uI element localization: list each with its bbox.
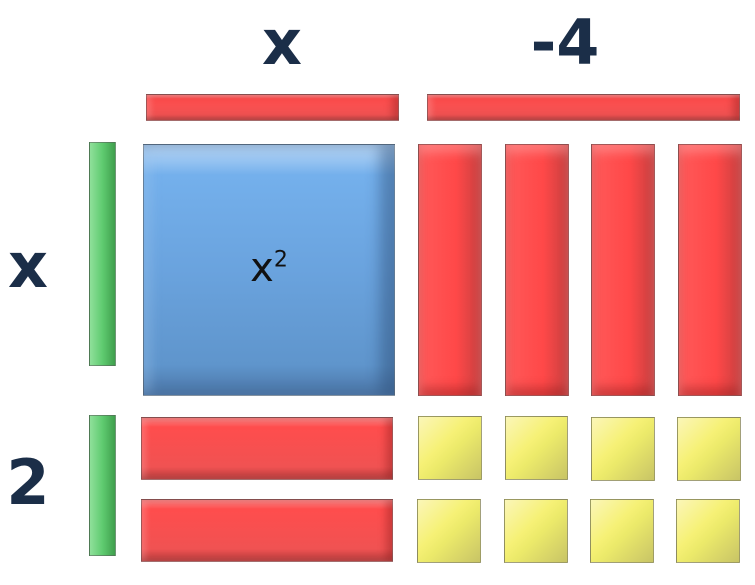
unit-tile xyxy=(417,499,481,563)
unit-tile xyxy=(591,417,655,481)
negative-x-tile-horizontal xyxy=(141,417,393,480)
unit-tile xyxy=(504,499,568,563)
top-x-tile-negative xyxy=(146,94,399,121)
side-label-x: x xyxy=(8,229,48,302)
negative-x-tile xyxy=(418,144,482,396)
side-label-2: 2 xyxy=(6,446,50,519)
top-label-x: x xyxy=(262,6,302,79)
unit-tile xyxy=(676,499,740,563)
x-squared-label: x2 xyxy=(250,245,288,291)
negative-x-tile xyxy=(505,144,569,396)
unit-tile xyxy=(590,499,654,563)
negative-x-tile xyxy=(591,144,655,396)
unit-tile xyxy=(418,416,482,480)
negative-x-tile xyxy=(678,144,742,396)
top-x-tile-negative-long xyxy=(427,94,740,121)
side-x-tile-positive xyxy=(89,142,116,366)
negative-x-tile-horizontal xyxy=(141,499,393,562)
x-squared-tile: x2 xyxy=(143,144,395,396)
side-x-tile-positive-short xyxy=(89,415,116,556)
unit-tile xyxy=(677,417,741,481)
top-label-neg4: -4 xyxy=(530,6,600,79)
unit-tile xyxy=(505,416,568,480)
